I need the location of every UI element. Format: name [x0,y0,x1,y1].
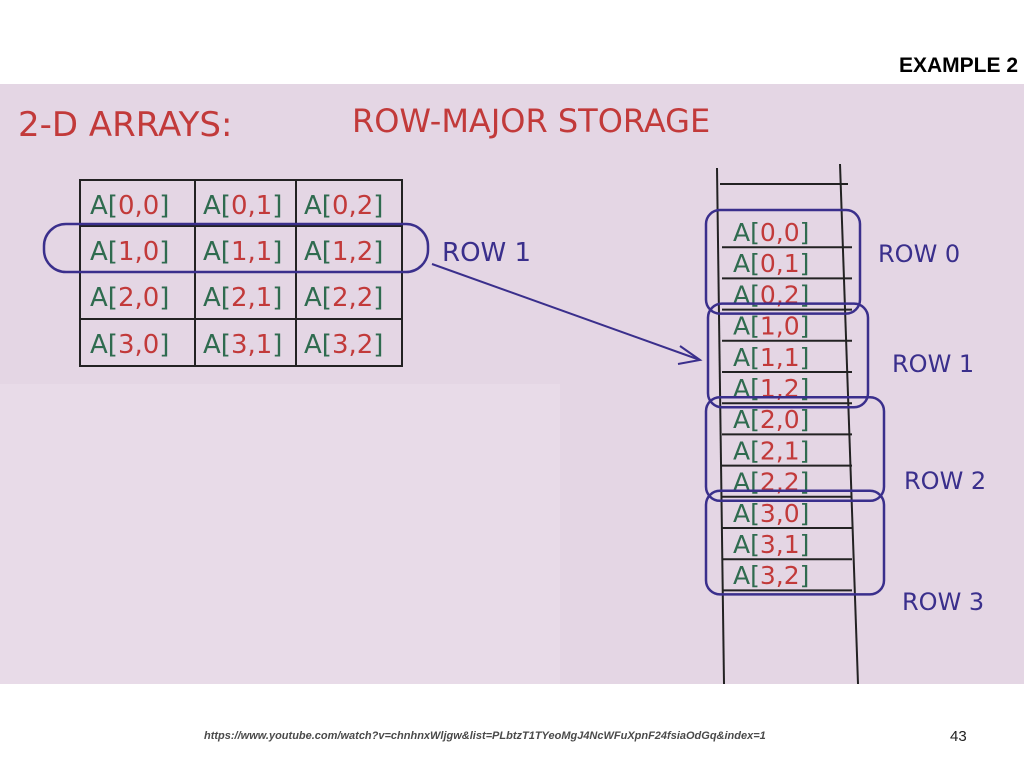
storage-column [716,163,859,684]
storage-cell: A[2,1] [733,436,809,465]
row-label: ROW 0 [878,240,960,268]
storage-cell: A[0,0] [733,218,809,247]
storage-cell: A[2,0] [733,405,809,434]
grid-cell: A[1,0] [90,237,169,267]
row1-callout: ROW 1 [442,238,531,268]
grid-cell: A[1,2] [304,237,383,267]
grid-cell: A[2,0] [90,283,169,313]
storage-cell: A[0,2] [733,280,809,309]
grid-cell: A[1,1] [203,237,282,267]
grid-cell: A[3,1] [203,330,282,360]
row-group-loop [704,395,886,503]
row-label: ROW 1 [892,350,974,378]
whiteboard-drawing: 2-D ARRAYS: ROW-MAJOR STORAGE A[0,0]A[0,… [18,102,986,684]
source-url[interactable]: https://www.youtube.com/watch?v=chnhnxWl… [204,730,766,742]
heading-left: 2-D ARRAYS: [18,105,232,145]
whiteboard-image: 2-D ARRAYS: ROW-MAJOR STORAGE A[0,0]A[0,… [0,84,1024,684]
grid-cell: A[2,2] [304,283,383,313]
heading-right: ROW-MAJOR STORAGE [352,102,710,140]
storage-lines [722,246,852,592]
storage-left-edge [716,167,725,684]
page-number: 43 [950,728,967,745]
grid-cell: A[0,2] [304,191,383,221]
storage-cell: A[3,1] [733,530,809,559]
faded-region [0,384,560,684]
grid-cell: A[3,0] [90,330,169,360]
storage-cell: A[3,0] [733,499,809,528]
row-labels: ROW 0 ROW 1 ROW 2 ROW 3 [878,240,986,616]
row-group-loop [704,489,886,596]
storage-cell: A[1,1] [733,343,809,372]
grid-cells: A[0,0] A[0,1] A[0,2] A[1,0] A[1,1] A[1,2] A[2,… [90,191,383,360]
storage-cell: A[0,1] [733,249,809,278]
slide-title: EXAMPLE 2 [898,54,1018,77]
grid-cell: A[3,2] [304,330,383,360]
row-label: ROW 3 [902,588,984,616]
storage-cell: A[1,0] [733,312,809,341]
storage-cell: A[1,2] [733,374,809,403]
storage-right-edge [839,163,859,684]
storage-cell: A[3,2] [733,561,809,590]
row-group-loop [704,208,862,315]
row1-highlight-loop [42,222,430,274]
row-label: ROW 2 [904,467,986,495]
storage-cell: A[2,2] [733,468,809,497]
arrow-line [431,263,701,361]
row-group-loop [706,302,870,409]
grid-cell: A[0,1] [203,191,282,221]
grid-cell: A[0,0] [90,191,169,221]
grid-cell: A[2,1] [203,283,282,313]
storage-groups [704,208,886,596]
arrow-head [677,345,703,365]
